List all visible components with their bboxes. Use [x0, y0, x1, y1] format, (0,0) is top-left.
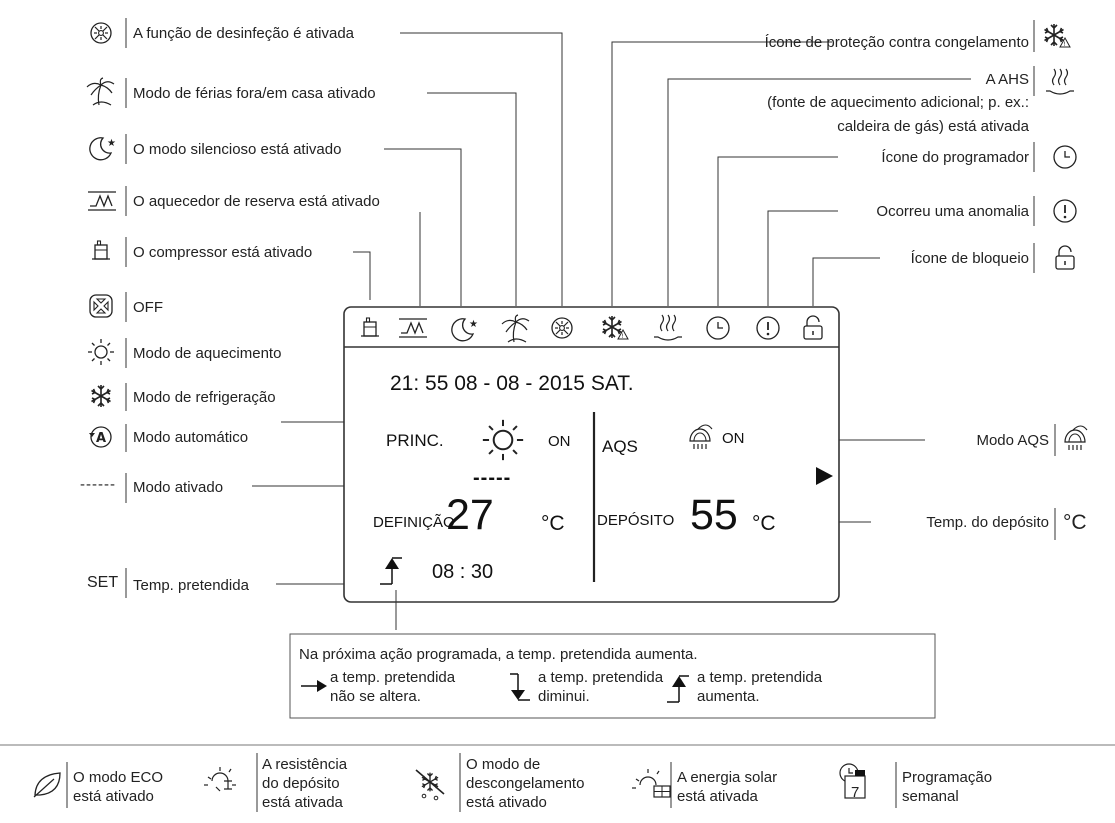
label-heating: Modo de aquecimento: [133, 345, 282, 362]
lcd-setting-label: DEFINIÇÃO: [373, 514, 455, 531]
legend-tank-heater-2: do depósito: [262, 775, 340, 792]
label-dhw-mode: Modo AQS: [976, 432, 1049, 449]
set-symbol: SET: [87, 574, 119, 591]
celsius-symbol: °C: [1063, 511, 1087, 534]
note-title: Na próxima ação programada, a temp. pret…: [299, 646, 698, 663]
lcd-dhw-state: ON: [722, 430, 745, 447]
palm-tree-icon: [86, 77, 115, 106]
legend-tank-heater-1: A resistência: [262, 756, 348, 773]
ahs-icon: [1045, 68, 1075, 95]
antifreeze-icon: [1043, 23, 1071, 49]
label-holiday: Modo de férias fora/em casa ativado: [133, 85, 376, 102]
legend-eco-1: O modo ECO: [73, 769, 164, 786]
lcd-setting-unit: °C: [541, 512, 565, 535]
label-tank-temp: Temp. do depósito: [926, 514, 1049, 531]
disinfect-icon: [551, 317, 573, 339]
lcd-setting-value: 27: [446, 491, 494, 539]
note-box: [289, 633, 936, 719]
lcd-schedule-time: 08 : 30: [432, 561, 494, 583]
arrow-same-icon: [301, 680, 327, 692]
legend-solar-1: A energia solar: [677, 769, 778, 786]
label-compressor: O compressor está ativado: [133, 244, 313, 261]
sun-icon: [87, 338, 115, 366]
legend-weekly-1: Programação: [902, 769, 993, 786]
note-down-1: a temp. pretendida: [538, 669, 664, 686]
lcd-main-label: PRINC.: [386, 431, 444, 450]
label-lock: Ícone de bloqueio: [910, 250, 1029, 267]
label-auto: Modo automático: [133, 429, 249, 446]
label-disinfect: A função de desinfeção é ativada: [133, 25, 355, 42]
label-mode-active: Modo ativado: [133, 479, 224, 496]
note-down-2: diminui.: [538, 688, 590, 705]
label-ahs-2: (fonte de aquecimento adicional; p. ex.:: [767, 94, 1029, 111]
error-icon: [1053, 199, 1077, 223]
timer-icon: [1053, 145, 1077, 169]
tank-heater-icon: [204, 767, 236, 792]
legend-defrost-3: está ativado: [466, 794, 547, 811]
label-ahs-1: A AHS: [985, 71, 1029, 88]
label-silent: O modo silencioso está ativado: [133, 141, 342, 158]
eco-leaf-icon: [33, 772, 61, 798]
label-target-temp: Temp. pretendida: [133, 577, 249, 594]
label-antifreeze: Ícone de proteção contra congelamento: [764, 34, 1029, 51]
legend-eco-2: está ativado: [73, 788, 154, 805]
arrow-up-icon: [667, 675, 689, 703]
legend-weekly-2: semanal: [902, 788, 959, 805]
legend-defrost-2: descongelamento: [466, 775, 585, 792]
lcd-main-state: ON: [548, 433, 571, 450]
defrost-icon: [415, 769, 445, 801]
legend-tank-heater-3: está ativada: [262, 794, 343, 811]
lcd-dashes: -----: [473, 467, 512, 489]
arrow-down-icon: [510, 673, 530, 701]
temp-up-arrow-icon: [380, 557, 402, 585]
mode-active-symbol: ------: [80, 476, 116, 493]
lcd-tank-value: 55: [690, 491, 738, 539]
lock-icon: [1055, 245, 1075, 270]
dhw-shower-icon: [1064, 425, 1088, 451]
label-ahs-3: caldeira de gás) está ativada: [837, 118, 1029, 135]
lcd-tank-unit: °C: [752, 512, 776, 535]
lcd-tank-label: DEPÓSITO: [597, 512, 675, 529]
moon-icon: [89, 137, 117, 161]
lcd-display: [343, 306, 840, 603]
note-same-2: não se altera.: [330, 688, 421, 705]
label-error: Ocorreu uma anomalia: [876, 203, 1029, 220]
label-backup-heater: O aquecedor de reserva está ativado: [133, 193, 380, 210]
legend-solar-2: está ativada: [677, 788, 758, 805]
label-timer: Ícone do programador: [881, 149, 1029, 166]
lcd-datetime: 21: 55 08 - 08 - 2015 SAT.: [390, 372, 634, 395]
note-up-1: a temp. pretendida: [697, 669, 823, 686]
weekly-schedule-day-number: 7: [851, 784, 860, 801]
legend-defrost-1: O modo de: [466, 756, 541, 773]
snowflake-icon: [90, 384, 112, 408]
label-off: OFF: [133, 299, 163, 316]
lcd-dhw-label: AQS: [602, 437, 638, 456]
backup-heater-icon: [87, 191, 117, 211]
compressor-icon: [91, 240, 111, 260]
weekly-schedule-icon: [839, 763, 866, 799]
solar-icon: [632, 769, 671, 798]
disinfect-icon: [90, 22, 112, 44]
play-arrow-icon: [816, 467, 833, 485]
note-same-1: a temp. pretendida: [330, 669, 456, 686]
auto-mode-icon: [88, 426, 112, 448]
label-cooling: Modo de refrigeração: [133, 389, 276, 406]
note-up-2: aumenta.: [697, 688, 760, 705]
off-icon: [89, 294, 113, 318]
